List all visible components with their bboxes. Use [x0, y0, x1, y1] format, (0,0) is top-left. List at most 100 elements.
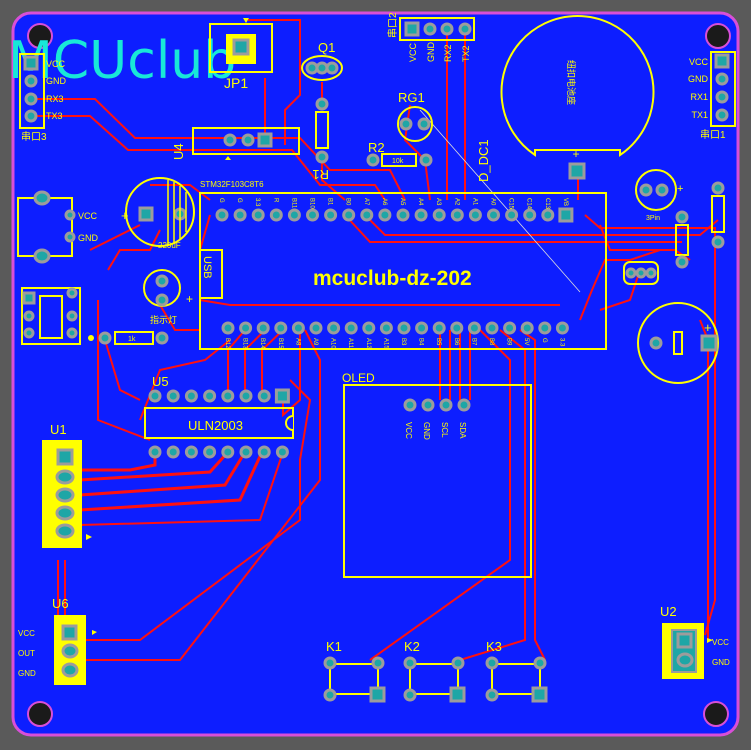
power-jack-vcc: VCC — [78, 211, 98, 221]
mcu-pin-pad — [309, 321, 323, 335]
svg-text:+: + — [121, 208, 129, 223]
uln2003-pin-pad — [166, 445, 180, 459]
mcu-pin-pad — [558, 207, 574, 223]
jp1-marker — [243, 18, 249, 23]
uln2003-pin-pad — [221, 389, 235, 403]
mcu-pin-label: A5 — [399, 198, 405, 206]
r1-label: R1 — [312, 167, 329, 182]
mcu-pin-pad — [342, 208, 356, 222]
u4-outline — [192, 127, 300, 155]
button-k3[interactable]: K3 — [485, 639, 548, 703]
jp1-outline — [209, 23, 273, 73]
oled-pin-vcc: VCC — [404, 422, 413, 439]
mount-hole — [705, 23, 731, 49]
uln2003-pin-pad — [203, 445, 217, 459]
mcu-pin-pad — [251, 208, 265, 222]
mcu-pin-label: B9 — [506, 338, 512, 346]
usb-port-outline — [199, 249, 223, 299]
mcu-pin-pad — [432, 321, 446, 335]
uln2003-pin-pad — [274, 388, 290, 404]
battery-holder-outline — [500, 14, 655, 157]
power-switch-outline — [21, 287, 81, 345]
uln2003-pin-pad — [148, 445, 162, 459]
mcu-pin-label: C13 — [544, 198, 550, 210]
mcu-pin-label: G — [541, 338, 547, 343]
uart2-pin-gnd: GND — [426, 42, 436, 63]
mcu-pin-pad — [344, 321, 358, 335]
mcu-pin-pad — [541, 208, 555, 222]
board-title: mcuclub-dz-202 — [313, 267, 472, 290]
mcu-pin-pad — [432, 208, 446, 222]
uart3-pin-tx3: TX3 — [46, 111, 63, 121]
u6-pin-vcc: VCC — [18, 629, 35, 638]
mcu-pin-label: 3.3 — [254, 198, 260, 207]
oled-pin-gnd: GND — [422, 422, 431, 440]
mcu-pin-label: G — [236, 198, 242, 203]
mcu-pin-pad — [450, 321, 464, 335]
uln2003-pin-pad — [239, 389, 253, 403]
mcu-pin-label: C15 — [508, 198, 514, 210]
mcu-pin-label: A12 — [365, 338, 371, 349]
mcu-pin-pad — [397, 321, 411, 335]
mcu-pin-label: B4 — [418, 338, 424, 346]
q1-label: Q1 — [318, 40, 335, 55]
u1-label: U1 — [50, 422, 67, 437]
uart3-pin-rx3: RX3 — [46, 94, 64, 104]
jp1-label: JP1 — [224, 75, 248, 91]
mcu-pin-label: B10 — [309, 198, 315, 209]
mcu-pin-label: B12 — [224, 338, 230, 349]
mcu-pin-label: B15 — [277, 338, 283, 349]
u5-label: U5 — [152, 374, 169, 389]
uln2003-pin-pad — [239, 445, 253, 459]
uln2003-pin-pad — [184, 445, 198, 459]
board-outline — [11, 11, 740, 737]
oled-label: OLED — [342, 371, 375, 385]
mcu-pin-label: VB — [562, 198, 568, 206]
r-1k-label: 1k — [128, 336, 136, 343]
mcu-pin-pad — [414, 208, 428, 222]
uln2003-pin-pad — [257, 389, 271, 403]
svg-text:+: + — [704, 320, 712, 335]
mcu-pin-pad — [379, 321, 393, 335]
uln2003-pins — [148, 388, 290, 459]
mcu-pin-pad — [291, 321, 305, 335]
u2-pin-gnd: GND — [712, 658, 730, 667]
uln2003-pin-pad — [148, 389, 162, 403]
oled-pin-scl: SCL — [440, 422, 449, 438]
mcu-pin-label: A11 — [347, 338, 353, 349]
r2-value: 10k — [392, 158, 404, 165]
uln2003-pin-pad — [184, 389, 198, 403]
mount-hole — [27, 23, 53, 49]
uart3-pin-vcc: VCC — [46, 59, 66, 69]
k3-label: K3 — [486, 639, 502, 654]
u6-label: U6 — [52, 596, 69, 611]
uart2-pin-vcc: VCC — [408, 42, 418, 62]
k1-label: K1 — [326, 639, 342, 654]
mcu-pin-pad — [520, 321, 534, 335]
button-k2[interactable]: K2 — [403, 639, 466, 703]
mcu-pin-pad — [362, 321, 376, 335]
mcu-pin-pad — [215, 208, 229, 222]
mcu-pin-label: B6 — [453, 338, 459, 346]
button-k1[interactable]: K1 — [323, 639, 386, 703]
net-line — [419, 109, 581, 293]
jp1-pad — [232, 38, 250, 56]
mcu-pin-pad — [468, 208, 482, 222]
mcu-pin-label: A4 — [417, 198, 423, 206]
mcu-pin-label: G — [218, 198, 224, 203]
uart1-pin-tx1: TX1 — [691, 110, 708, 120]
mcu-pin-label: 5V — [523, 338, 529, 345]
mcu-pin-label: B3 — [400, 338, 406, 346]
uart3-outline — [19, 53, 45, 129]
r2-label: R2 — [368, 140, 385, 155]
uart2-outline — [399, 17, 475, 41]
mcu-pin-label: B5 — [435, 338, 441, 346]
mcu-pin-pad — [239, 321, 253, 335]
mcu-pin-label: B7 — [470, 338, 476, 346]
uart2-title: 串口2 — [387, 12, 399, 38]
u6-pin-out: OUT — [18, 649, 35, 658]
uln2003-pin-pad — [203, 389, 217, 403]
u4-label: U4 — [171, 143, 186, 160]
mcu-pin-pad — [467, 321, 481, 335]
